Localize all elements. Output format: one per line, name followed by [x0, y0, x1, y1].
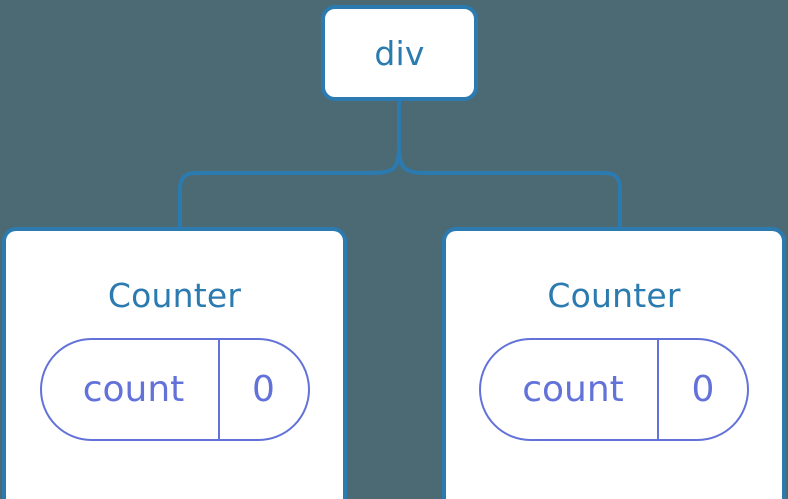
node-counter-1-label: Counter: [547, 276, 681, 315]
state-value-label: 0: [657, 340, 747, 439]
state-pill-counter-0[interactable]: count 0: [39, 338, 310, 441]
node-div[interactable]: div: [321, 5, 478, 101]
node-counter-0[interactable]: Counter count 0: [2, 227, 347, 499]
connector-right-branch: [397, 146, 622, 229]
state-pill-counter-1[interactable]: count 0: [479, 338, 749, 441]
state-key-label: count: [82, 368, 185, 410]
node-counter-0-label: Counter: [107, 276, 242, 315]
state-key-label: count: [522, 368, 624, 410]
node-div-label: div: [374, 33, 425, 73]
connector-left-branch: [178, 146, 401, 229]
node-counter-1[interactable]: Counter count 0: [442, 227, 786, 499]
state-value-label: 0: [217, 340, 308, 439]
